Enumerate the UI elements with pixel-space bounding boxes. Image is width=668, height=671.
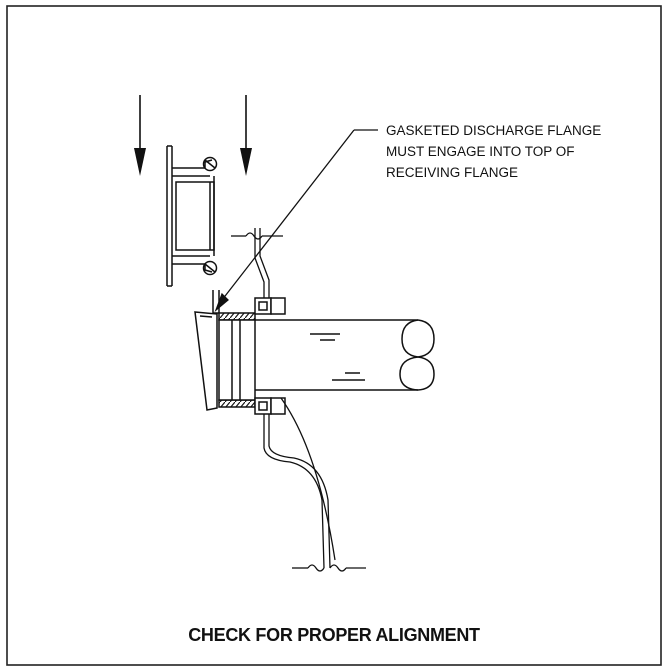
callout-line-2: MUST ENGAGE INTO TOP OF <box>386 144 575 159</box>
upper-wall-panel <box>231 228 283 300</box>
gasketed-discharge-flange <box>166 145 218 287</box>
pipe <box>255 319 435 391</box>
down-arrow-icon <box>134 95 146 176</box>
diagram-border <box>6 5 662 666</box>
down-arrow-icon <box>240 95 252 176</box>
lower-wall-panel <box>263 397 366 572</box>
figure-caption: CHECK FOR PROPER ALIGNMENT <box>188 625 480 645</box>
receiving-flange <box>194 290 286 415</box>
callout-line-3: RECEIVING FLANGE <box>386 165 518 180</box>
callout-leader <box>214 129 378 313</box>
callout-line-1: GASKETED DISCHARGE FLANGE <box>386 123 601 138</box>
